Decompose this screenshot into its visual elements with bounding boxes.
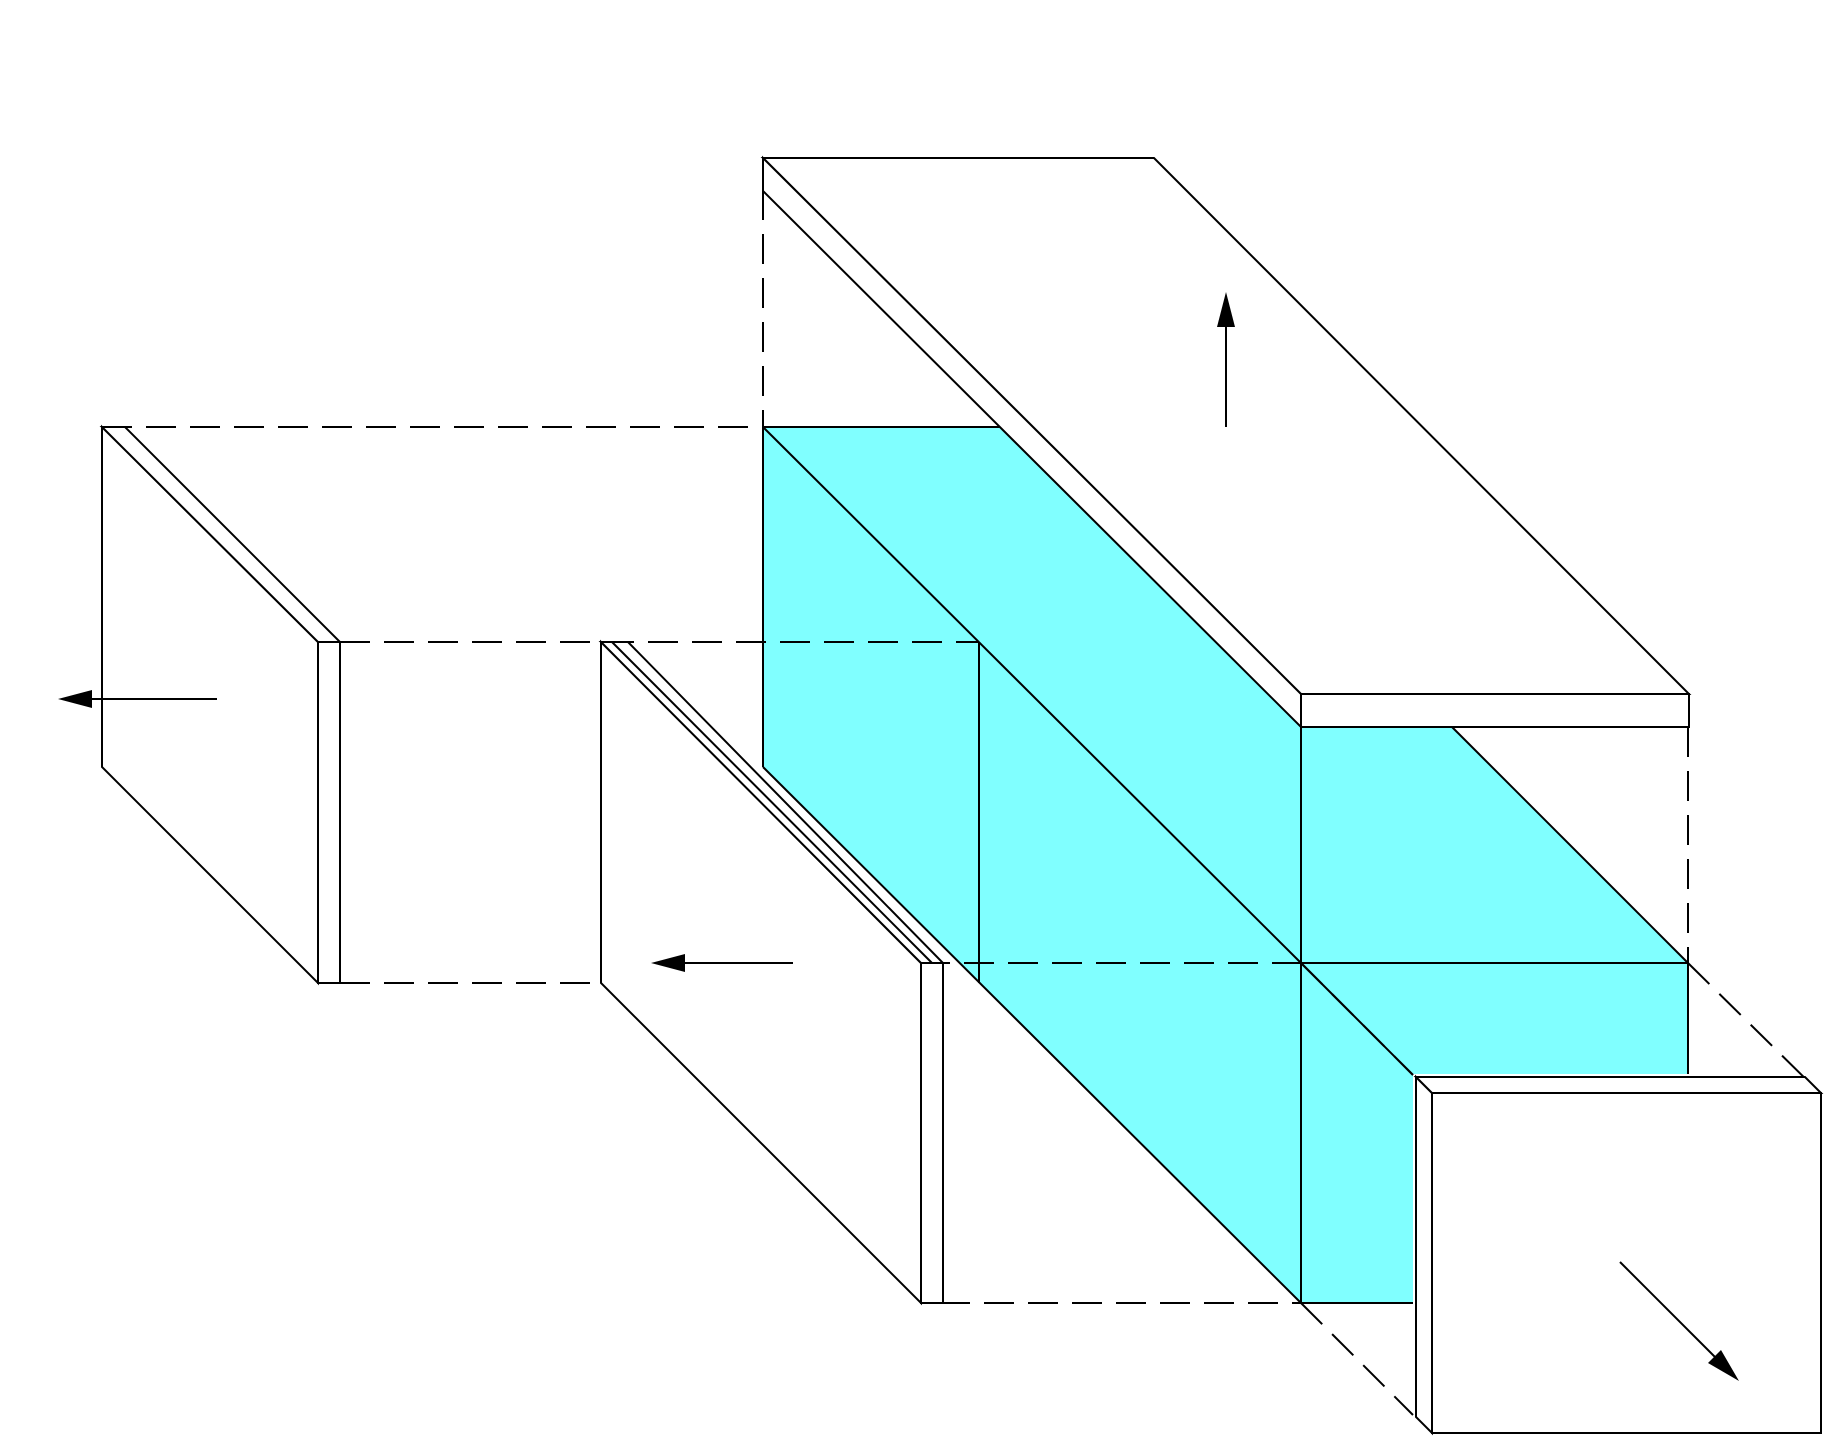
shaded-block: [762, 426, 1689, 1304]
arrow-up: [1217, 292, 1235, 427]
shaded-region-strip: [763, 642, 979, 983]
dash-front-diagonal-bottom: [1300, 1302, 1414, 1416]
front-panel-face: [1431, 1092, 1822, 1434]
left-panel-face: [101, 424, 319, 986]
inner-panel-strip-line: [611, 641, 933, 964]
front-panel-side: [1415, 1074, 1433, 1436]
front-panel-top-strip: [1413, 1076, 1824, 1094]
front-panel: [1413, 1074, 1824, 1436]
top-panel: [760, 155, 1692, 730]
inner-side-panel: [598, 639, 946, 1306]
arrow-down-right-head: [1708, 1350, 1739, 1381]
arrow-left-outer-head: [58, 690, 92, 708]
shaded-region-left-face: [763, 427, 1688, 1303]
projection-lines: [102, 190, 1821, 1416]
dash-front-diagonal-top: [1687, 962, 1821, 1094]
block-lower-diagonal: [762, 766, 1302, 1304]
left-side-panel: [58, 424, 343, 986]
arrow-left-inner: [651, 954, 793, 972]
arrow-down-right-shaft: [1619, 1261, 1719, 1361]
left-panel-thickness: [317, 641, 341, 984]
dash-front-diagonal-mid: [1300, 962, 1414, 1076]
arrow-left-outer: [58, 690, 217, 708]
arrow-up-head: [1217, 292, 1235, 327]
arrow-left-inner-head: [651, 954, 685, 972]
block-right-diagonal: [1451, 726, 1689, 964]
inner-panel-thickness: [920, 962, 944, 1304]
block-main-diagonal: [762, 426, 1302, 964]
top-panel-front-edge: [1300, 693, 1690, 728]
arrow-down-right: [1619, 1261, 1739, 1381]
